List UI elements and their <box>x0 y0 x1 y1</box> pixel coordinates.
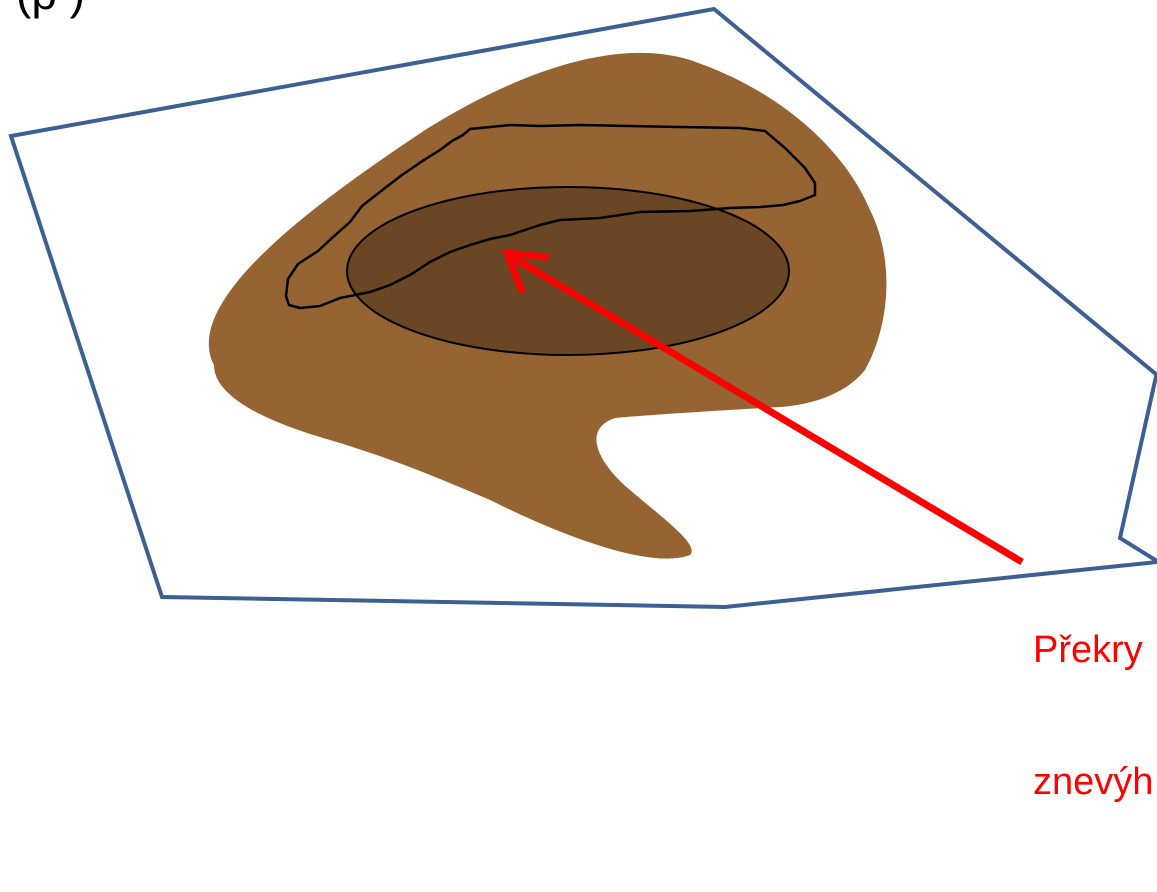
diagram-canvas: (p ) Překry znevýh <box>0 0 1157 614</box>
overlap-label-line-2: znevýh <box>1033 760 1153 804</box>
top-cut-text: (p ) <box>16 0 85 16</box>
overlap-ellipse <box>347 187 789 355</box>
overlap-label: Překry znevýh <box>1033 540 1153 892</box>
diagram-svg <box>0 0 1157 614</box>
overlap-label-line-1: Překry <box>1033 628 1153 672</box>
